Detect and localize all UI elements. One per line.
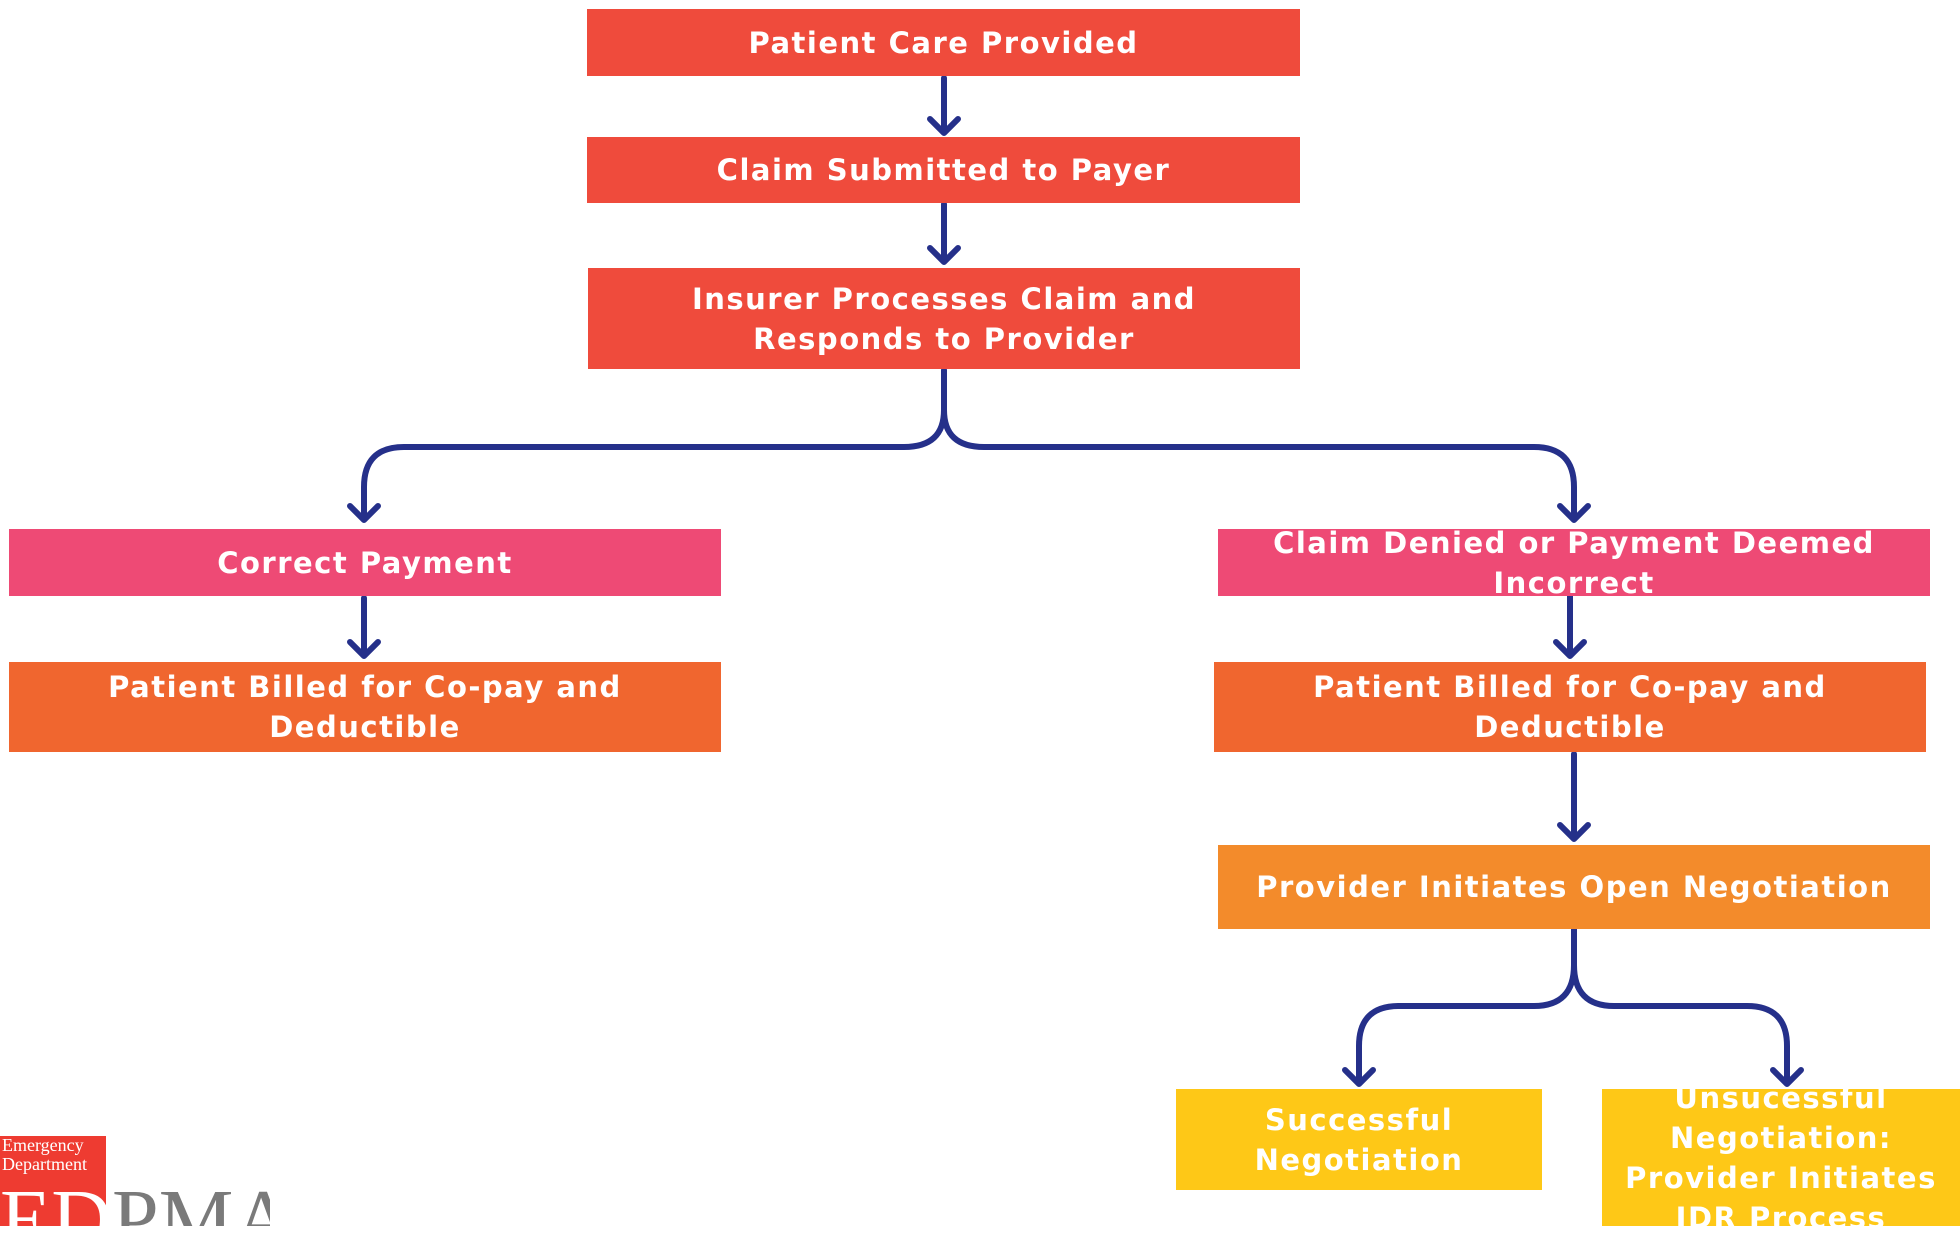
branch-negotiation-right xyxy=(1571,962,1804,1087)
node-patient-care-provided: Patient Care Provided xyxy=(587,9,1300,76)
node-insurer-processes: Insurer Processes Claim and Responds to … xyxy=(588,268,1300,369)
edpma-logo: Emergency Department EDPMA xyxy=(0,1136,270,1226)
node-claim-submitted: Claim Submitted to Payer xyxy=(587,137,1300,203)
node-label: Patient Billed for Co-pay and Deductible xyxy=(1313,670,1827,744)
branch-insurer-left xyxy=(347,367,947,523)
logo-wordmark: EDPMA xyxy=(0,1178,270,1227)
logo-line-department: Department xyxy=(2,1155,87,1174)
node-unsuccessful-negotiation: Unsucessful Negotiation: Provider Initia… xyxy=(1602,1081,1960,1235)
node-label: Patient Billed for Co-pay and Deductible xyxy=(108,670,622,744)
node-label: Provider Initiates Open Negotiation xyxy=(1256,870,1892,904)
node-label: Insurer Processes Claim and Responds to … xyxy=(691,281,1197,356)
node-claim-denied: Claim Denied or Payment Deemed Incorrect xyxy=(1218,526,1930,600)
branch-negotiation-left xyxy=(1342,926,1577,1087)
logo-ed: ED xyxy=(0,1173,112,1227)
node-open-negotiation: Provider Initiates Open Negotiation xyxy=(1218,845,1930,929)
logo-pma: PMA xyxy=(111,1173,270,1227)
node-label: Unsucessful Negotiation: Provider Initia… xyxy=(1625,1080,1937,1235)
node-successful-negotiation: Successful Negotiation xyxy=(1176,1089,1542,1190)
arrow-denied-to-billed xyxy=(1553,593,1587,659)
node-label: Successful Negotiation xyxy=(1254,1102,1464,1177)
arrow-claim-to-insurer xyxy=(927,201,961,265)
logo-line-emergency: Emergency xyxy=(2,1136,84,1155)
node-patient-billed-right: Patient Billed for Co-pay and Deductible xyxy=(1214,662,1926,752)
branch-insurer-right xyxy=(941,407,1591,523)
node-correct-payment: Correct Payment xyxy=(9,529,721,596)
node-label: Correct Payment xyxy=(217,545,513,580)
node-label: Claim Denied or Payment Deemed Incorrect xyxy=(1273,525,1875,600)
node-label: Patient Care Provided xyxy=(748,25,1139,60)
node-patient-billed-left: Patient Billed for Co-pay and Deductible xyxy=(9,662,721,752)
logo-red-block xyxy=(0,1136,106,1226)
node-label: Claim Submitted to Payer xyxy=(716,153,1171,187)
arrow-care-to-claim xyxy=(927,75,961,136)
arrow-correct-to-billed xyxy=(347,595,381,659)
arrow-billed-to-negotiation xyxy=(1557,751,1591,842)
